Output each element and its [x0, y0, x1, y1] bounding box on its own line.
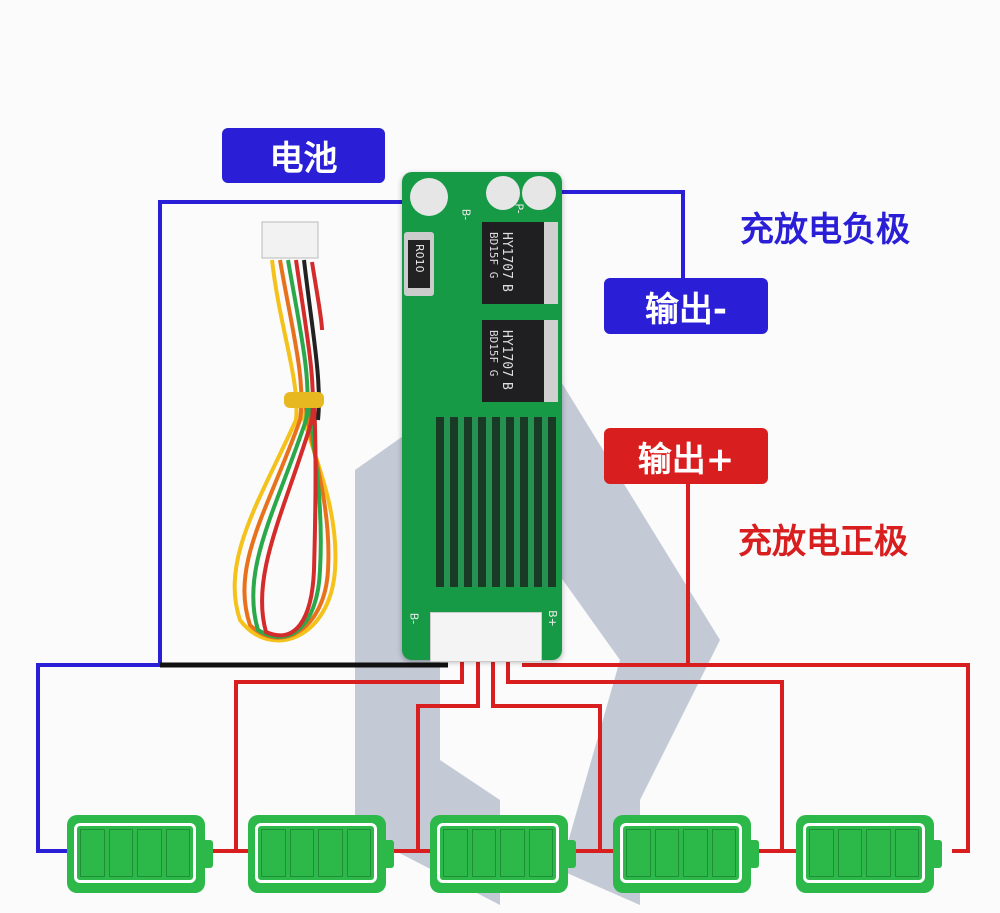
- balance-connector: [430, 612, 542, 662]
- battery-level-bar: [809, 829, 834, 877]
- battery-cell: [67, 815, 213, 893]
- battery-terminal: [205, 840, 213, 868]
- pad-b-minus-label: B-: [459, 208, 473, 221]
- red-wires: [212, 482, 970, 853]
- battery-cell: [430, 815, 576, 893]
- battery-level-bar: [711, 829, 736, 877]
- battery-label: 电池: [222, 128, 385, 183]
- battery-terminal: [751, 840, 759, 868]
- bms-pcb: B- P- R010 HY1707 BD15F G B HY1707 BD15F…: [402, 172, 562, 662]
- charge-discharge-negative-label: 充放电负极: [740, 210, 910, 250]
- pad-p-minus-label: P-: [512, 203, 526, 214]
- battery-cell: [613, 815, 759, 893]
- pad-b-plus-bottom-label: B+: [545, 610, 559, 627]
- battery-level-bar: [165, 829, 190, 877]
- mosfet-tab-1: [544, 222, 558, 304]
- battery-level-bar: [683, 829, 708, 877]
- battery-cell: [248, 815, 394, 893]
- battery-level-bar: [108, 829, 133, 877]
- mosfet-tab-2: [544, 320, 558, 402]
- mosfet-1: HY1707 BD15F G B: [482, 222, 544, 304]
- battery-level-bar: [500, 829, 525, 877]
- battery-terminal: [568, 840, 576, 868]
- harness-connector: [261, 221, 319, 259]
- pad-b-minus-hole: [410, 178, 448, 216]
- pad-p-minus-hole-2: [522, 176, 556, 210]
- battery-terminal: [934, 840, 942, 868]
- battery-level-bar: [80, 829, 105, 877]
- battery-negative-wire: [36, 200, 430, 853]
- battery-cell: [796, 815, 942, 893]
- battery-level-bar: [837, 829, 862, 877]
- battery-level-bar: [894, 829, 919, 877]
- watermark-logo-right: [520, 380, 720, 905]
- battery-level-bar: [528, 829, 553, 877]
- output-negative-label: 输出-: [604, 278, 768, 334]
- battery-level-bar: [289, 829, 314, 877]
- battery-level-bar: [318, 829, 343, 877]
- battery-level-bar: [866, 829, 891, 877]
- shunt-resistor: R010: [404, 232, 434, 296]
- battery-level-bar: [443, 829, 468, 877]
- output-positive-label: 输出+: [604, 428, 768, 484]
- battery-level-bar: [626, 829, 651, 877]
- battery-level-bar: [346, 829, 371, 877]
- harness-tie: [284, 392, 324, 408]
- battery-level-bar: [261, 829, 286, 877]
- battery-terminal: [386, 840, 394, 868]
- cable-harness: [232, 259, 338, 643]
- mosfet-2: HY1707 BD15F G B: [482, 320, 544, 402]
- output-negative-wire: [560, 190, 685, 282]
- battery-level-bar: [654, 829, 679, 877]
- smd-component-area: [436, 417, 556, 587]
- charge-discharge-positive-label: 充放电正极: [738, 522, 908, 562]
- battery-level-bar: [471, 829, 496, 877]
- pad-p-minus-hole: [486, 176, 520, 210]
- pad-b-minus-bottom-label: B-: [407, 612, 421, 625]
- battery-level-bar: [137, 829, 162, 877]
